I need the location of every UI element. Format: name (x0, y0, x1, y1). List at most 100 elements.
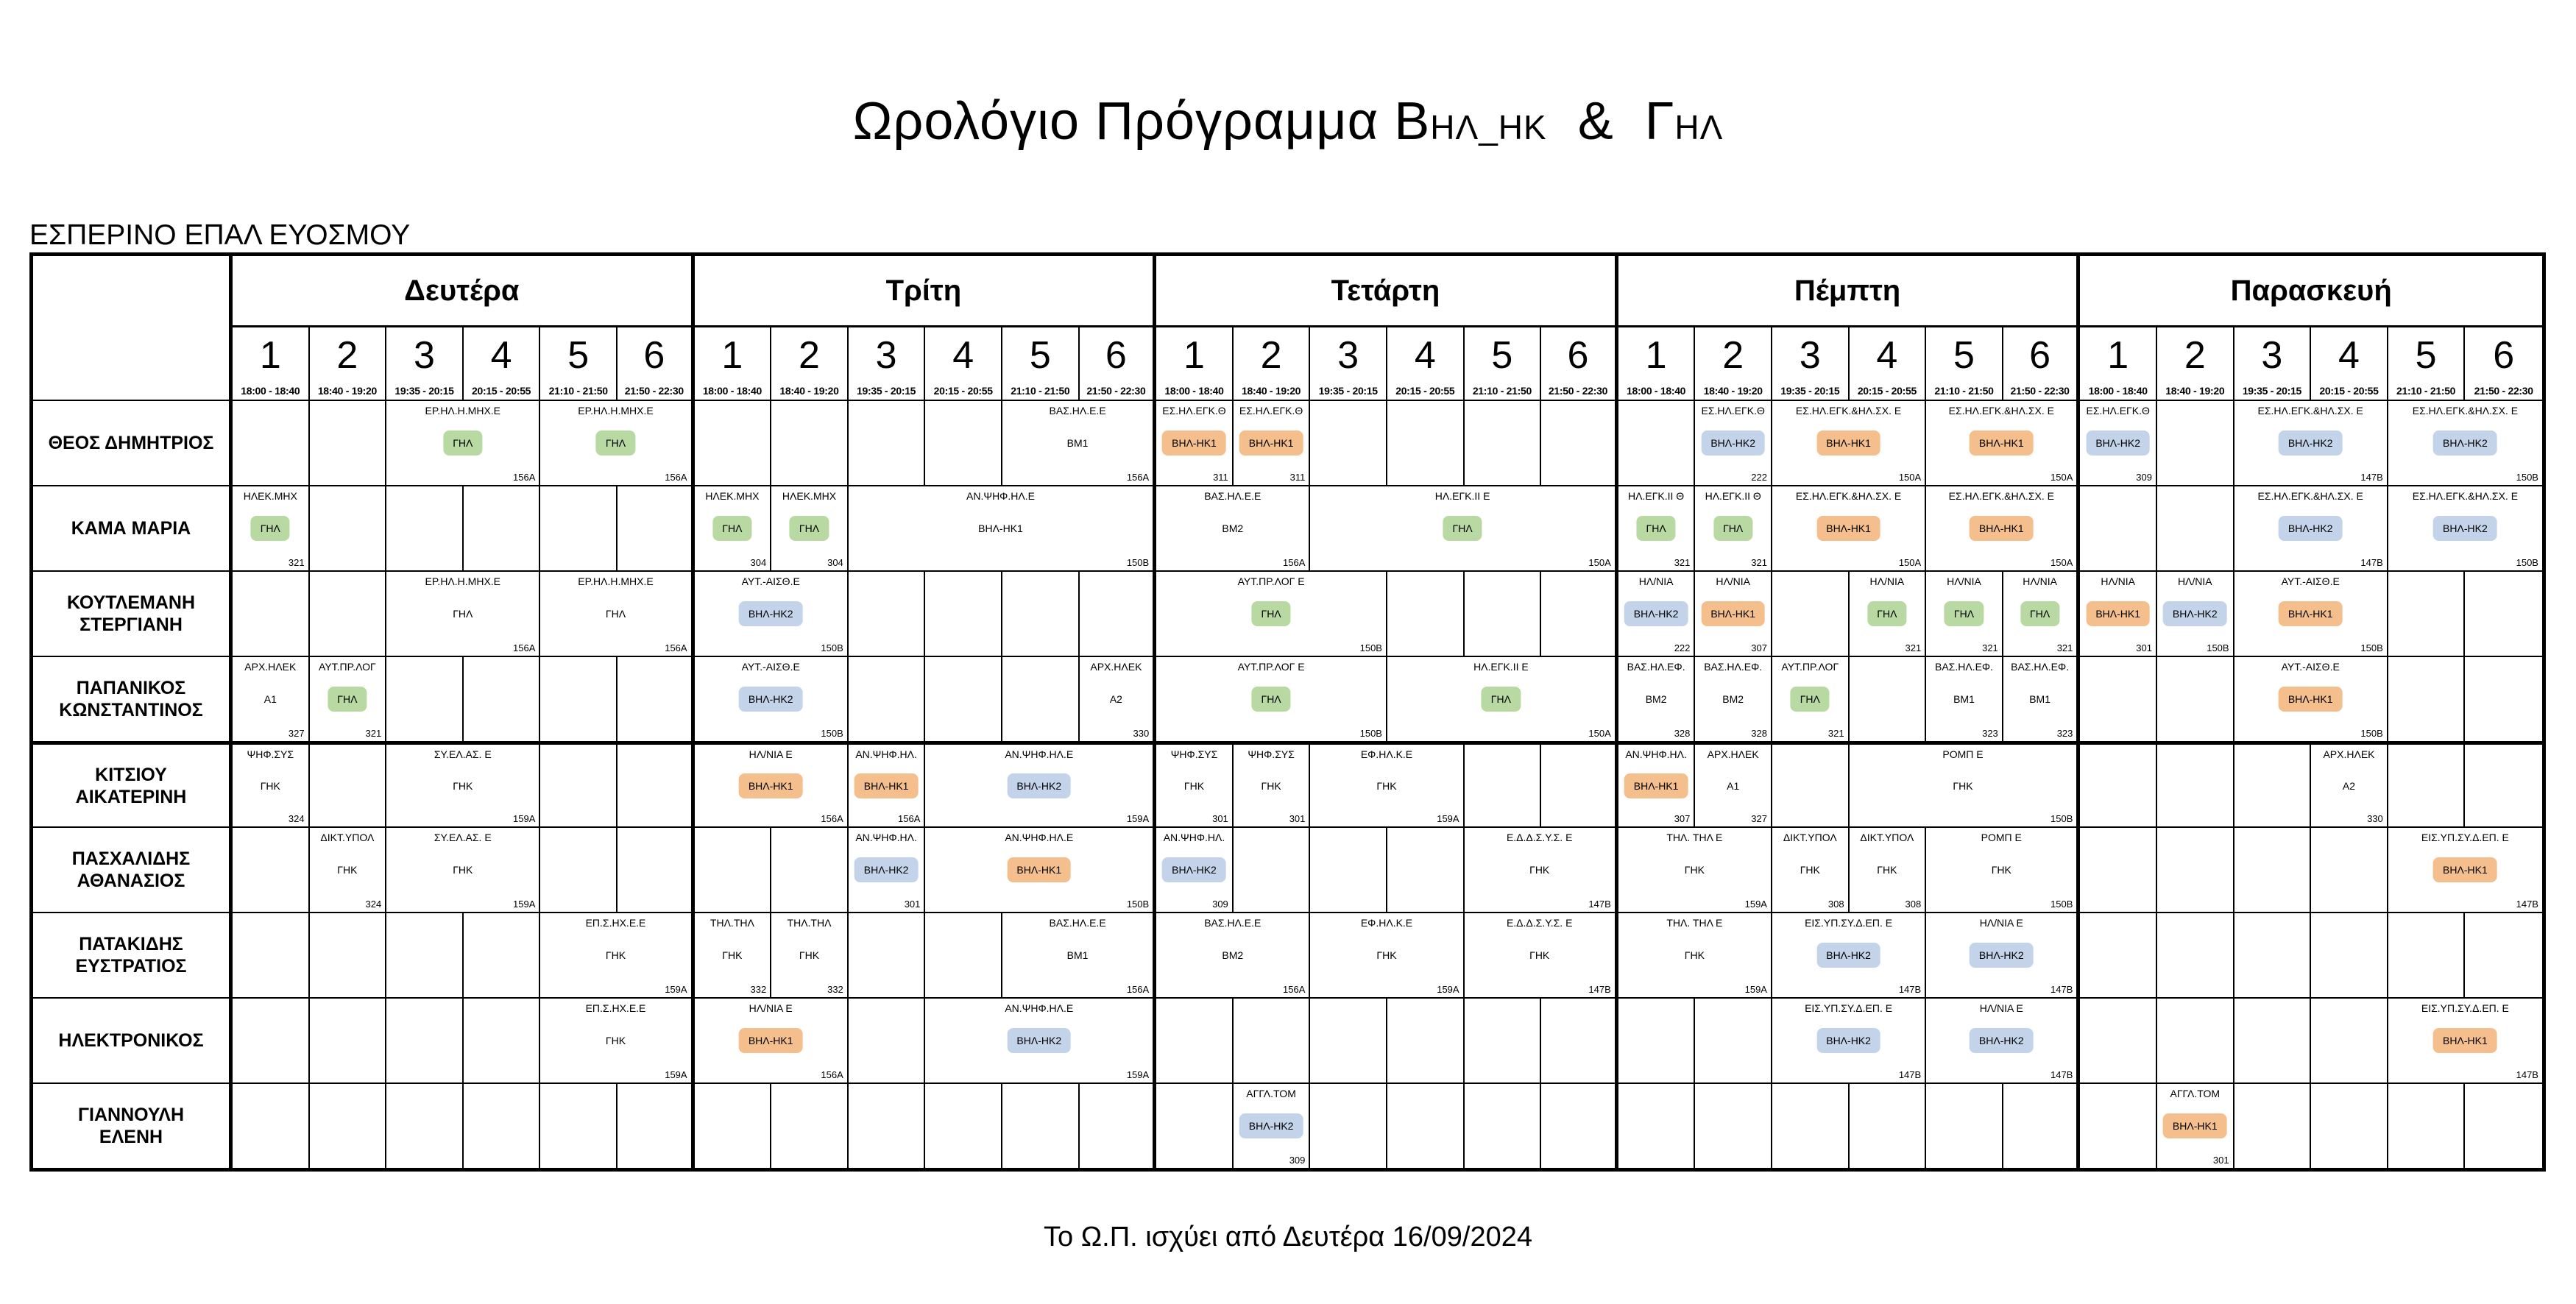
period-number: 4 (952, 334, 974, 377)
room-number: 156Α (821, 1069, 843, 1080)
validity-note: Το Ω.Π. ισχύει από Δευτέρα 16/09/2024 (1044, 1222, 1532, 1252)
subject-code: ΑΥΤ.-ΑΙΣΘ.Ε (741, 575, 800, 587)
period-number: 6 (1567, 334, 1589, 377)
period-time: 19:35 - 20:15 (2242, 385, 2301, 397)
subject-code: ΒΑΣ.ΗΛ.Ε.Ε (1204, 490, 1262, 502)
class-group: ΒΗΛ-ΗΚ1 (2086, 601, 2151, 626)
subject-code: ΕΙΣ.ΥΠ.ΣΥ.Δ.ΕΠ. Ε (1805, 917, 1893, 929)
subject-code: ΗΛΕΚ.ΜΗΧ (705, 490, 760, 502)
room-number: 150Β (2050, 813, 2073, 824)
schedule-cell (2080, 485, 2157, 570)
room-number: 150Β (1359, 728, 1382, 739)
room-number: 159Α (1437, 984, 1459, 995)
room-number: 321 (1751, 557, 1767, 568)
room-number: 150Β (2050, 899, 2073, 910)
schedule-cell (2080, 741, 2157, 826)
schedule-cell (617, 741, 695, 826)
schedule-cell (1464, 997, 1542, 1082)
class-group: ΒΗΛ-ΗΚ2 (1816, 943, 1880, 968)
schedule-cell (2234, 997, 2312, 1082)
room-number: 147Β (2050, 1069, 2073, 1080)
page-title: Ωρολόγιο Πρόγραμμα ΒΗΛ_ΗΚ & ΓΗΛ (852, 92, 1724, 151)
schedule-cell (771, 400, 849, 485)
schedule-cell (1310, 826, 1387, 912)
class-group: ΓΗΛ (443, 430, 483, 456)
schedule-cell (2234, 741, 2312, 826)
schedule-cell (2156, 400, 2234, 485)
period-time: 21:10 - 21:50 (1472, 385, 1532, 397)
period-number: 3 (1799, 334, 1821, 377)
room-number: 301 (1289, 813, 1306, 824)
period-time: 18:00 - 18:40 (241, 385, 300, 397)
class-group: ΒΗΛ-ΗΚ1 (1624, 773, 1688, 798)
schedule-cell (463, 656, 541, 741)
class-group: ΓΗΛ (789, 516, 829, 541)
school-name: ΕΣΠΕΡΙΝΟ ΕΠΑΛ ΕΥΟΣΜΟΥ (29, 219, 411, 251)
period-time: 20:15 - 20:55 (472, 385, 531, 397)
class-group: Α1 (1727, 779, 1740, 792)
class-group: ΒΗΛ-ΗΚ1 (1239, 430, 1303, 456)
subject-code: ΕΙΣ.ΥΠ.ΣΥ.Δ.ΕΠ. Ε (1805, 1002, 1893, 1014)
subject-code: ΑΥΤ.ΠΡ.ΛΟΓ Ε (1237, 575, 1305, 587)
period-number: 3 (414, 334, 435, 377)
schedule-cell (1464, 570, 1542, 656)
subject-code: ΗΛ.ΕΓΚ.ΙΙ Ε (1434, 490, 1490, 502)
room-number: 147Β (2360, 557, 2383, 568)
class-group: ΒΗΛ-ΗΚ1 (978, 522, 1023, 534)
period-time: 21:50 - 22:30 (624, 385, 684, 397)
period-number: 1 (2107, 334, 2129, 377)
class-group: ΒΜ1 (1953, 693, 1975, 705)
subject-code: ΑΝ.ΨΗΦ.ΗΛ. (855, 748, 917, 760)
class-group: ΓΗΚ (453, 779, 473, 792)
schedule-cell (617, 656, 695, 741)
class-group: ΒΗΛ-ΗΚ1 (1969, 516, 2034, 541)
class-group: ΒΗΛ-ΗΚ2 (2433, 516, 2497, 541)
schedule-cell (2156, 997, 2234, 1082)
class-group: ΒΗΛ-ΗΚ2 (2278, 516, 2343, 541)
class-group: ΓΗΚ (722, 949, 743, 961)
teacher-name: ΓΙΑΝΝΟΥΛΗ ΕΛΕΝΗ (33, 1082, 233, 1168)
room-number: 311 (1289, 472, 1306, 483)
room-number: 156Α (898, 813, 921, 824)
class-group: ΒΗΛ-ΗΚ2 (1816, 1028, 1880, 1053)
subject-code: ΑΝ.ΨΗΦ.ΗΛ. (855, 832, 917, 843)
room-number: 147Β (1588, 899, 1611, 910)
class-group: ΒΗΛ-ΗΚ1 (2433, 857, 2497, 882)
room-number: 156Α (1126, 472, 1150, 483)
period-number: 4 (490, 334, 512, 377)
room-number: 156Α (1283, 557, 1306, 568)
class-group: ΓΗΚ (1376, 949, 1397, 961)
room-number: 159Α (513, 899, 536, 910)
teacher-name: ΠΑΣΧΑΛΙΔΗΣ ΑΘΑΝΑΣΙΟΣ (33, 826, 233, 912)
teacher-name: ΠΑΤΑΚΙΔΗΣ ΕΥΣΤΡΑΤΙΟΣ (33, 912, 233, 997)
class-group: ΓΗΚ (1953, 779, 1973, 792)
schedule-cell (2080, 997, 2157, 1082)
subject-code: ΔΙΚΤ.ΥΠΟΛ (1860, 832, 1914, 843)
schedule-cell (2388, 1082, 2466, 1168)
teacher-name: ΚΙΤΣΙΟΥ ΑΙΚΑΤΕΡΙΝΗ (33, 741, 233, 826)
schedule-cell (463, 1082, 541, 1168)
room-number: 222 (1674, 642, 1691, 653)
schedule-cell (1849, 1082, 1927, 1168)
class-group: ΒΗΛ-ΗΚ2 (2086, 430, 2151, 456)
schedule-cell (2156, 912, 2234, 997)
